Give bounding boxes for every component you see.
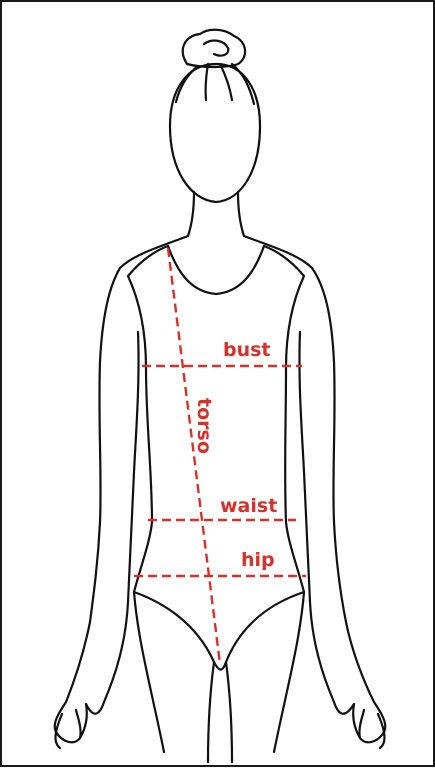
leotard-neckline — [168, 246, 264, 294]
measurement-labels: bust torso waist hip — [193, 339, 277, 571]
leotard-left-side — [128, 246, 168, 592]
hip-label: hip — [241, 549, 275, 571]
left-arm-outer — [55, 236, 188, 732]
right-arm-inner — [299, 332, 354, 714]
hair-bun — [183, 30, 245, 67]
left-arm-inner — [86, 332, 139, 714]
right-leg — [226, 592, 304, 762]
bust-label: bust — [223, 339, 271, 361]
leotard-right-side — [264, 246, 304, 592]
torso-measure-line — [168, 248, 220, 664]
hair-bun-twist — [204, 41, 228, 56]
hair-strands — [176, 64, 254, 104]
neck — [188, 192, 244, 236]
right-arm-outer — [244, 236, 385, 732]
left-leg — [134, 592, 214, 762]
torso-label: torso — [193, 398, 215, 454]
figure-outline — [55, 30, 386, 762]
waist-label: waist — [220, 495, 277, 517]
